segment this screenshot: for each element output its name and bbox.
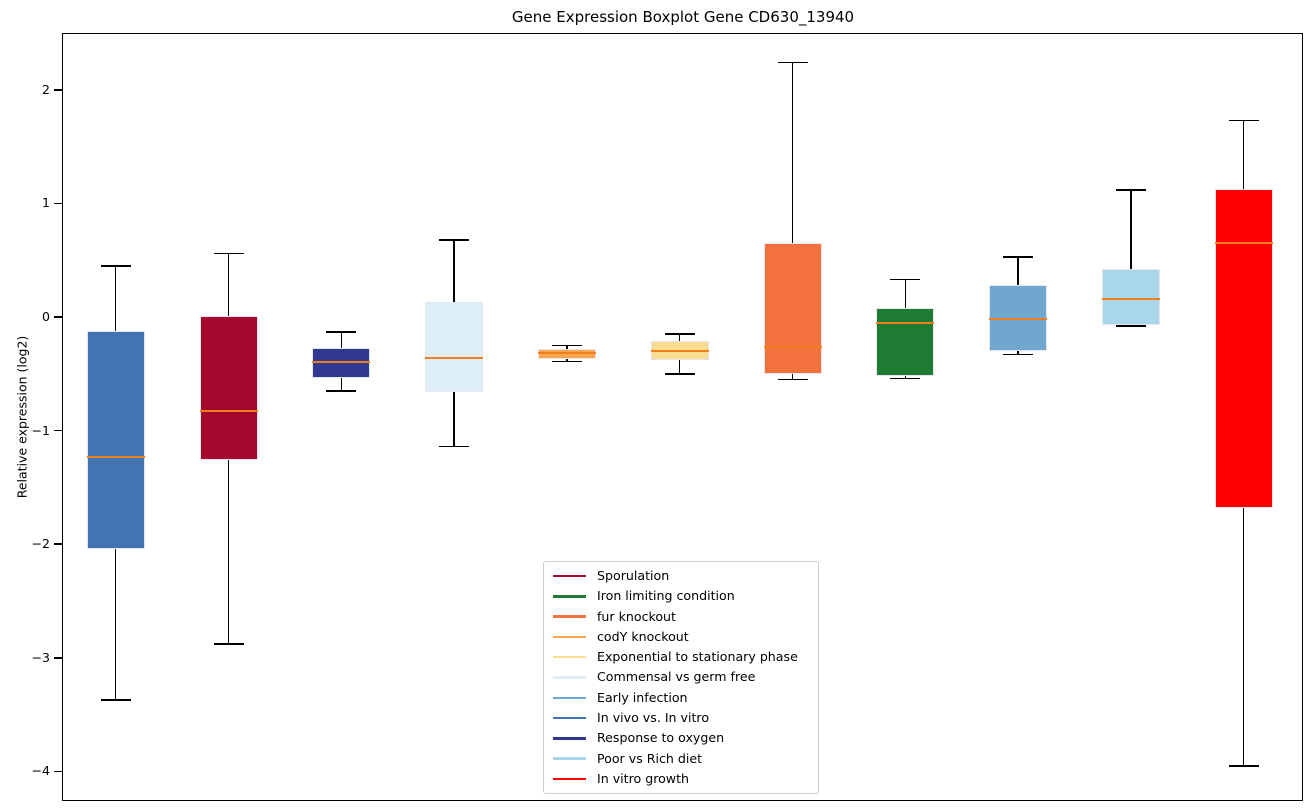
boxplot-in-vitro-growth-box bbox=[1214, 188, 1273, 508]
boxplot-in-vitro-growth-cap-top bbox=[1228, 119, 1259, 122]
boxplot-fur-knockout-box bbox=[763, 243, 822, 374]
boxplot-iron-limiting-condition-cap-top bbox=[890, 278, 921, 281]
boxplot-poor-vs-rich-diet-median bbox=[1101, 297, 1160, 300]
legend-swatch bbox=[553, 574, 586, 578]
legend-swatch bbox=[553, 777, 586, 781]
y-tick-mark bbox=[54, 770, 62, 773]
boxplot-poor-vs-rich-diet-cap-bottom bbox=[1115, 325, 1146, 327]
boxplot-exponential-to-stationary-phase-cap-bottom bbox=[664, 373, 695, 375]
boxplot-poor-vs-rich-diet-whisker bbox=[1130, 189, 1132, 327]
legend-item: Early infection bbox=[553, 689, 809, 705]
boxplot-early-infection-box bbox=[989, 285, 1048, 352]
legend-swatch bbox=[553, 716, 586, 720]
legend-label: Exponential to stationary phase bbox=[597, 649, 798, 665]
boxplot-commensal-vs-germ-free-cap-top bbox=[439, 239, 470, 241]
y-tick-label: 2 bbox=[42, 81, 50, 97]
y-tick-mark bbox=[54, 657, 62, 659]
boxplot-response-to-oxygen-cap-top bbox=[326, 331, 357, 333]
boxplot-cody-knockout-cap-bottom bbox=[551, 360, 582, 363]
legend-swatch bbox=[553, 595, 586, 598]
boxplot-fur-knockout-median bbox=[763, 345, 822, 348]
boxplot-in-vivo-vs-in-vitro-box bbox=[86, 330, 145, 549]
boxplot-in-vitro-growth-median bbox=[1214, 242, 1273, 245]
boxplot-sporulation-median bbox=[199, 410, 258, 413]
legend-label: Poor vs Rich diet bbox=[597, 750, 703, 766]
boxplot-commensal-vs-germ-free-box bbox=[425, 302, 484, 392]
legend-item: Response to oxygen bbox=[553, 731, 809, 745]
legend-swatch bbox=[553, 615, 586, 618]
boxplot-commensal-vs-germ-free-cap-bottom bbox=[439, 445, 470, 448]
boxplot-exponential-to-stationary-phase-median bbox=[650, 350, 709, 353]
y-tick-mark bbox=[54, 316, 62, 318]
boxplot-in-vivo-vs-in-vitro-median bbox=[86, 455, 145, 458]
y-tick-mark bbox=[54, 202, 62, 205]
boxplot-sporulation-cap-top bbox=[213, 252, 244, 255]
boxplot-fur-knockout-cap-top bbox=[777, 61, 808, 64]
legend-item: In vitro growth bbox=[553, 770, 809, 786]
boxplot-response-to-oxygen-cap-bottom bbox=[326, 390, 357, 392]
boxplot-poor-vs-rich-diet-cap-top bbox=[1115, 189, 1146, 191]
legend-item: fur knockout bbox=[553, 608, 809, 624]
chart-title: Gene Expression Boxplot Gene CD630_13940 bbox=[511, 8, 855, 26]
y-tick-label: 0 bbox=[42, 309, 50, 325]
legend-label: Response to oxygen bbox=[597, 730, 725, 746]
legend-label: fur knockout bbox=[597, 608, 676, 624]
legend-swatch bbox=[553, 757, 586, 760]
boxplot-early-infection-cap-bottom bbox=[1003, 353, 1034, 356]
boxplot-early-infection-cap-top bbox=[1003, 256, 1034, 258]
boxplot-iron-limiting-condition-median bbox=[876, 321, 935, 324]
y-tick-label: −2 bbox=[31, 536, 50, 552]
legend-label: Iron limiting condition bbox=[597, 588, 735, 604]
legend-label: codY knockout bbox=[597, 628, 689, 644]
boxplot-fur-knockout-cap-bottom bbox=[777, 378, 808, 381]
y-tick-label: −1 bbox=[31, 422, 50, 438]
legend-swatch bbox=[553, 676, 586, 679]
legend-item: codY knockout bbox=[553, 628, 809, 644]
legend-item: Sporulation bbox=[553, 569, 809, 583]
legend-swatch bbox=[553, 635, 586, 639]
legend-label: Sporulation bbox=[597, 568, 670, 583]
legend-swatch bbox=[553, 655, 586, 659]
boxplot-in-vivo-vs-in-vitro-cap-bottom bbox=[100, 699, 131, 701]
boxplot-in-vivo-vs-in-vitro-cap-top bbox=[100, 265, 131, 267]
boxplot-iron-limiting-condition-box bbox=[876, 307, 935, 377]
boxplot-response-to-oxygen-median bbox=[312, 361, 371, 364]
legend-label: Commensal vs germ free bbox=[597, 669, 756, 685]
legend-label: In vitro growth bbox=[597, 770, 690, 786]
boxplot-sporulation-cap-bottom bbox=[213, 643, 244, 645]
legend-item: Iron limiting condition bbox=[553, 589, 809, 603]
y-tick-mark bbox=[54, 89, 62, 91]
legend-label: In vivo vs. In vitro bbox=[597, 710, 710, 726]
legend-label: Early infection bbox=[597, 689, 688, 705]
boxplot-cody-knockout-cap-top bbox=[551, 344, 582, 347]
boxplot-fur-knockout-whisker bbox=[791, 62, 794, 380]
legend-item: Poor vs Rich diet bbox=[553, 750, 809, 766]
y-tick-label: 1 bbox=[42, 195, 50, 211]
boxplot-iron-limiting-condition-cap-bottom bbox=[890, 377, 921, 380]
y-tick-mark bbox=[54, 429, 62, 432]
legend-item: Exponential to stationary phase bbox=[553, 650, 809, 664]
boxplot-cody-knockout-median bbox=[537, 352, 596, 355]
boxplot-sporulation-box bbox=[199, 315, 258, 461]
y-tick-label: −3 bbox=[31, 649, 50, 665]
legend-item: Commensal vs germ free bbox=[553, 670, 809, 684]
legend-swatch bbox=[553, 737, 586, 740]
boxplot-exponential-to-stationary-phase-cap-top bbox=[664, 333, 695, 335]
boxplot-commensal-vs-germ-free-median bbox=[425, 356, 484, 359]
boxplot-in-vitro-growth-cap-bottom bbox=[1228, 765, 1259, 767]
legend-swatch bbox=[553, 696, 586, 700]
y-tick-mark bbox=[54, 543, 62, 545]
legend-item: In vivo vs. In vitro bbox=[553, 711, 809, 725]
y-tick-label: −4 bbox=[31, 763, 50, 779]
boxplot-poor-vs-rich-diet-box bbox=[1101, 269, 1160, 325]
boxplot-early-infection-median bbox=[989, 318, 1048, 321]
